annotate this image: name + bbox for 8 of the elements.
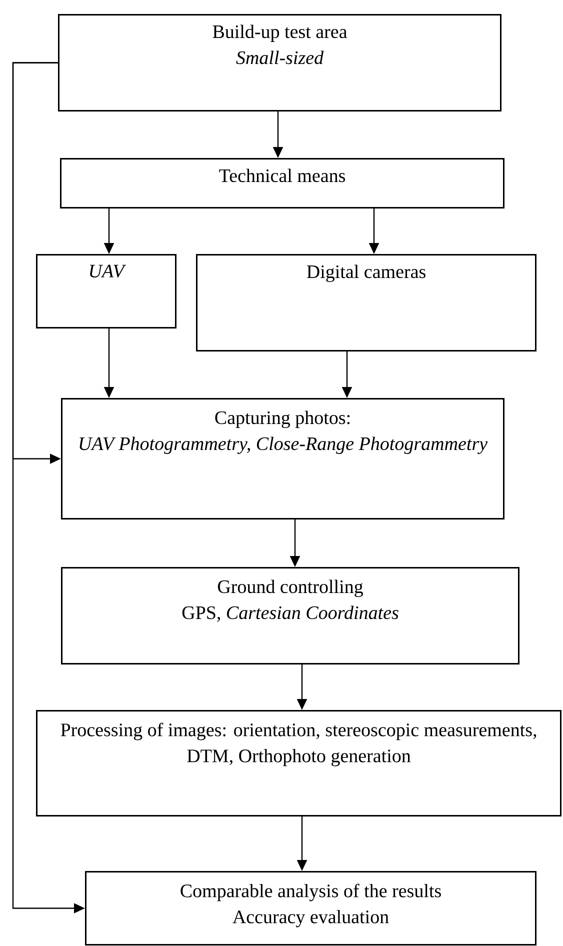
process-box: Ground controlling GPS, Cartesian Coordinates bbox=[61, 567, 520, 664]
process-box: Digital cameras bbox=[196, 254, 536, 352]
process-box: Capturing photos: UAV Photogrammetry, Close-Range Photogrammetry bbox=[61, 398, 504, 520]
process-box: Processing of images: orientation, stereoscopic measurements, DTM, Orthophoto generation bbox=[36, 710, 562, 816]
process-box: UAV bbox=[36, 254, 176, 328]
process-box: Build-up test area Small-sized bbox=[58, 14, 502, 112]
process-box: Technical means bbox=[60, 158, 504, 208]
process-box: Comparable analysis of the results Accuracy evaluation bbox=[85, 871, 536, 946]
